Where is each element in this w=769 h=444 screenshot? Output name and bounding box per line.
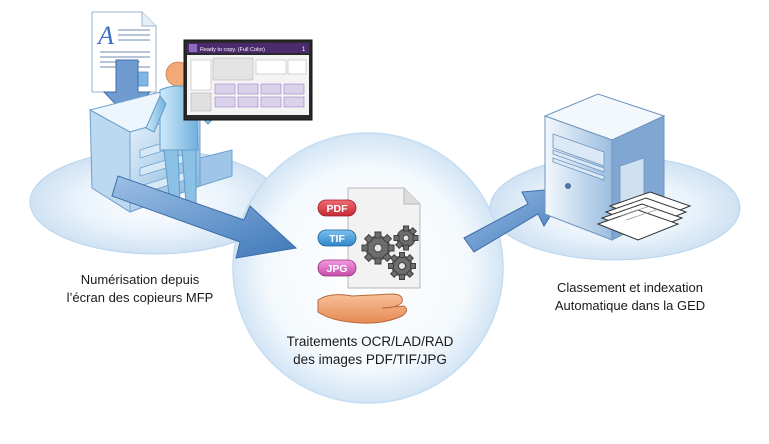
jpg-badge-label: JPG [326, 263, 347, 275]
pdf-badge-label: PDF [327, 203, 349, 215]
caption-scanning: Numérisation depuis l’écran des copieurs… [30, 271, 250, 307]
caption-indexing-line1: Classement et indexation [557, 280, 703, 295]
screen-title: Ready to copy. (Full Color) [200, 47, 265, 53]
caption-scanning-line2: l’écran des copieurs MFP [66, 290, 214, 305]
pdf-badge: PDF [317, 199, 357, 217]
open-hand-icon [317, 293, 408, 324]
tif-badge: TIF [317, 229, 357, 247]
caption-processing-line1: Traitements OCR/LAD/RAD [286, 334, 454, 349]
caption-processing-line2: des images PDF/TIF/JPG [293, 352, 447, 367]
document-stack-icon [596, 191, 692, 241]
gears-icon [361, 225, 419, 280]
caption-indexing-line2: Automatique dans la GED [554, 298, 706, 313]
arrow-copier-to-processing [111, 175, 298, 259]
caption-processing: Traitements OCR/LAD/RAD des images PDF/T… [250, 333, 490, 369]
caption-indexing: Classement et indexation Automatique dan… [520, 279, 740, 315]
svg-text:A: A [96, 21, 114, 50]
mfp-touchscreen: Ready to copy. (Full Color) 1 [183, 39, 313, 121]
screen-page-number: 1 [302, 47, 306, 53]
caption-scanning-line1: Numérisation depuis [80, 272, 200, 287]
tif-badge-label: TIF [329, 233, 345, 245]
jpg-badge: JPG [317, 259, 357, 277]
